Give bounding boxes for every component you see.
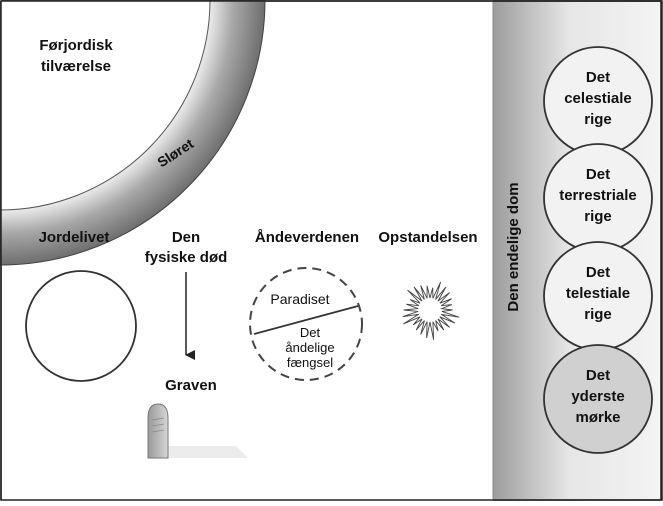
paradise-label: Paradiset — [270, 291, 329, 307]
premortal-label-line1: Førjordisk — [39, 37, 113, 54]
outer-darkness-line3: mørke — [575, 409, 620, 426]
spirit-prison-line2: åndelige — [285, 340, 334, 355]
mortal-life-label: Jordelivet — [39, 229, 110, 246]
kingdom-telestial-line2: telestiale — [566, 285, 630, 302]
resurrection-burst-icon — [402, 281, 460, 340]
final-judgment-label: Den endelige dom — [505, 182, 522, 311]
spirit-world-circle: Paradiset Det åndelige fængsel — [249, 267, 363, 381]
kingdom-celestial-line3: rige — [584, 111, 612, 128]
burst-shape — [402, 281, 460, 340]
kingdom-terrestrial-line3: rige — [584, 208, 612, 225]
mortal-life-circle — [25, 270, 137, 382]
spirit-world-label: Åndeverdenen — [255, 229, 359, 246]
kingdom-terrestrial-line1: Det — [586, 166, 610, 183]
premortal-area — [0, 0, 211, 211]
outer-darkness: Det yderste mørke — [543, 344, 653, 454]
resurrection-label: Opstandelsen — [378, 229, 477, 246]
kingdom-telestial-line1: Det — [586, 264, 610, 281]
kingdom-terrestrial: Det terrestriale rige — [543, 143, 653, 253]
kingdom-terrestrial-line2: terrestriale — [559, 187, 637, 204]
kingdom-telestial: Det telestiale rige — [543, 241, 653, 351]
spirit-prison-line1: Det — [300, 325, 321, 340]
gravestone-icon — [147, 403, 248, 459]
kingdom-celestial-line1: Det — [586, 69, 610, 86]
outer-darkness-line2: yderste — [571, 388, 624, 405]
outer-darkness-line1: Det — [586, 367, 610, 384]
kingdom-celestial-line2: celestiale — [564, 90, 632, 107]
premortal-label-line2: tilværelse — [41, 58, 111, 75]
kingdom-telestial-line3: rige — [584, 306, 612, 323]
physical-death-label-line2: fysiske død — [145, 249, 228, 266]
physical-death-label-line1: Den — [172, 229, 200, 246]
grave-label: Graven — [165, 377, 217, 394]
spirit-world-divider — [253, 305, 359, 335]
kingdom-celestial: Det celestiale rige — [543, 46, 653, 156]
spirit-prison-line3: fængsel — [287, 355, 333, 370]
